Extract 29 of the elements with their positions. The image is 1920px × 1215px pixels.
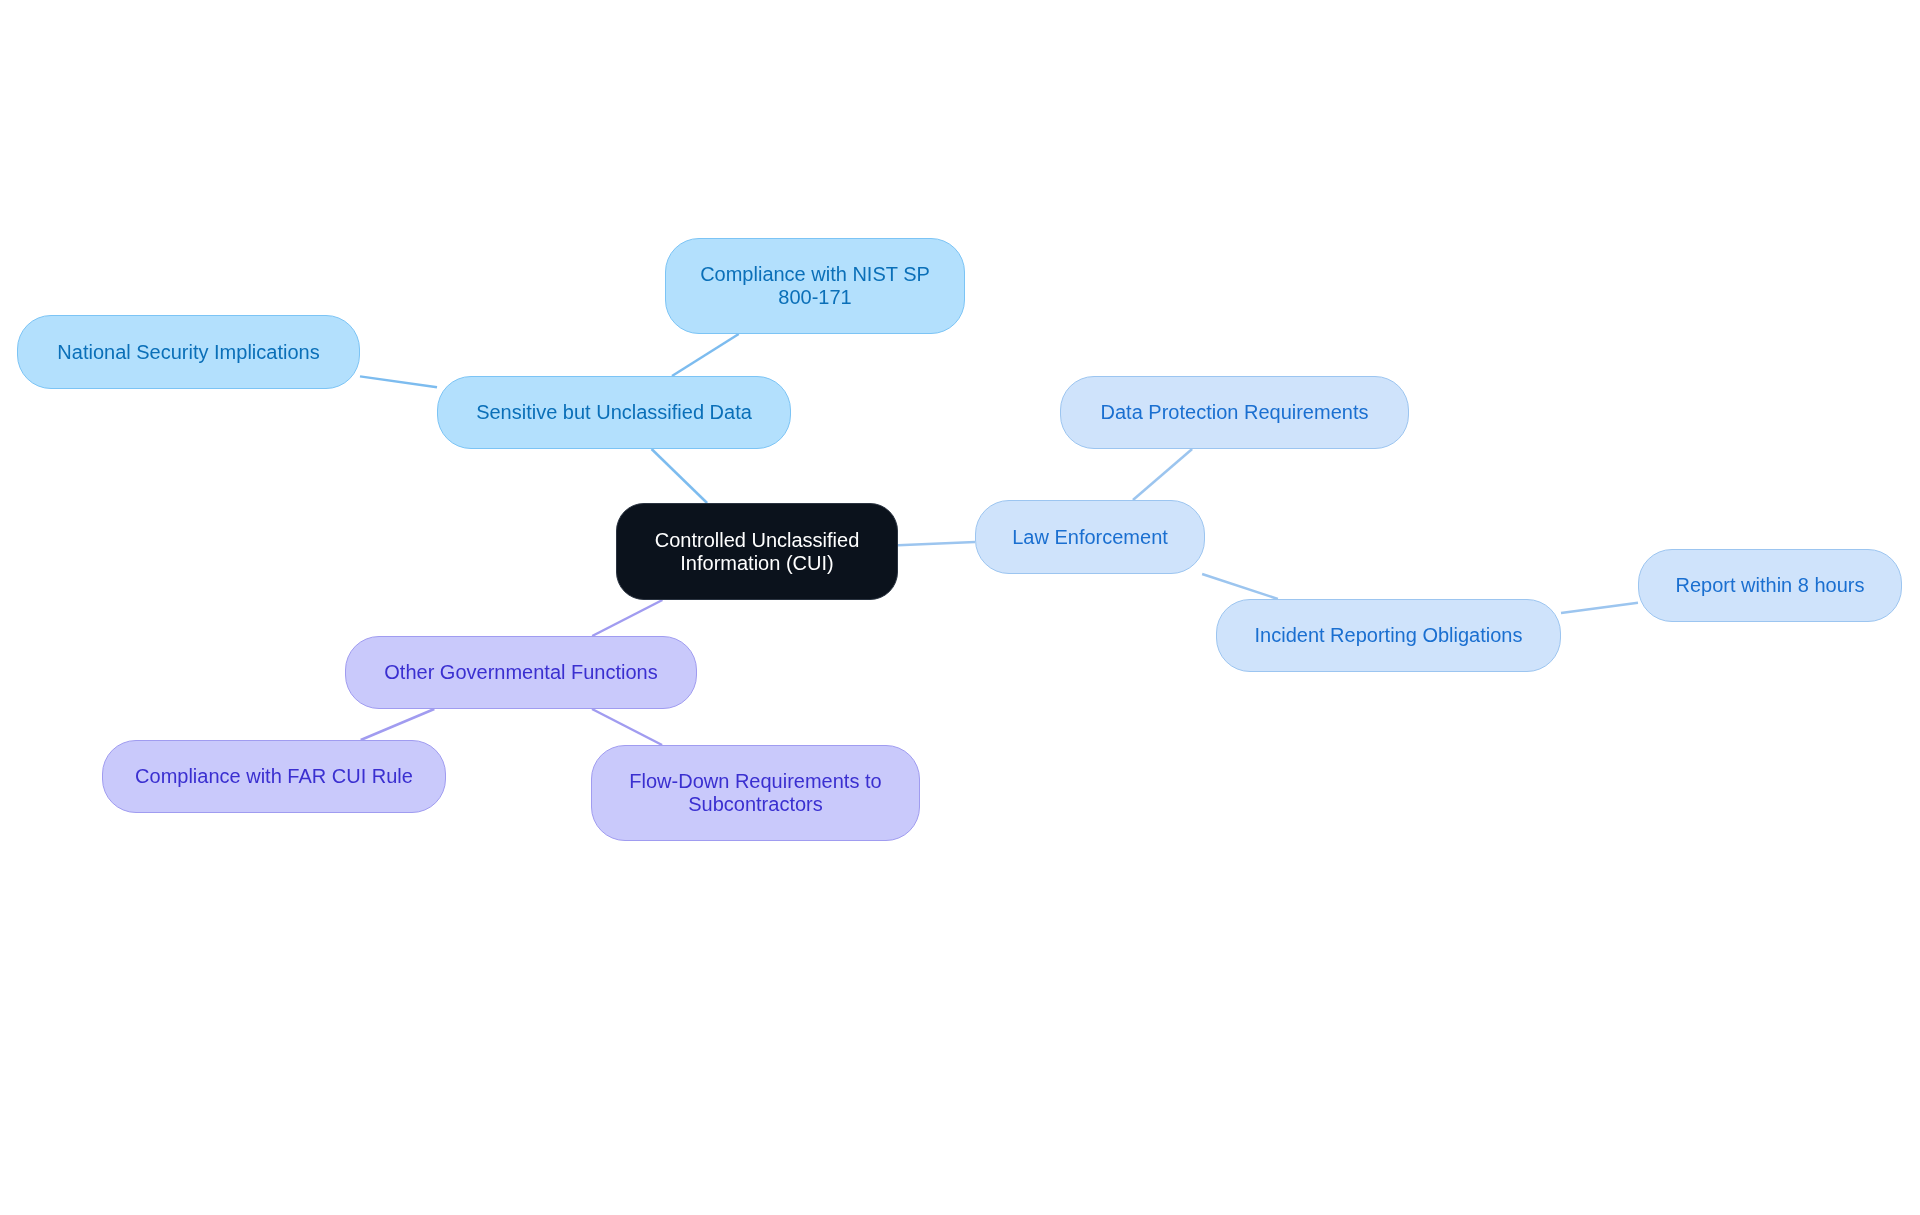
topic-box [975, 500, 1205, 574]
connector-line [650, 448, 708, 504]
node-label: Compliance with FAR CUI Rule [135, 765, 413, 788]
topic-box [591, 745, 920, 841]
central-topic-box [616, 503, 898, 600]
connector-line [671, 332, 740, 378]
node-label: Incident Reporting Obligations [1254, 624, 1523, 647]
node-label: Flow-Down Requirements to Subcontractors [628, 770, 883, 816]
connector-line [591, 598, 663, 638]
topic-box [17, 315, 360, 389]
node-label: Data Protection Requirements [1100, 401, 1369, 424]
node-label: Controlled Unclassified Information (CUI) [653, 528, 861, 575]
connector-line [897, 540, 976, 547]
node-label: Sensitive but Unclassified Data [476, 401, 752, 424]
topic-box [665, 238, 965, 334]
connector-line [1132, 448, 1193, 501]
connector-line [1201, 572, 1279, 601]
topic-box [437, 376, 791, 449]
node-label: Other Governmental Functions [384, 661, 658, 684]
node-label: Compliance with NIST SP 800-171 [699, 263, 931, 309]
connector-line [1560, 601, 1639, 615]
node-label: Report within 8 hours [1675, 574, 1865, 597]
connector-line [591, 707, 663, 747]
topic-box [1638, 549, 1902, 622]
node-label: Law Enforcement [1012, 525, 1168, 549]
node-label: National Security Implications [57, 340, 320, 364]
connector-line [359, 375, 438, 389]
connector-line [360, 707, 435, 742]
topic-box [1216, 599, 1561, 672]
